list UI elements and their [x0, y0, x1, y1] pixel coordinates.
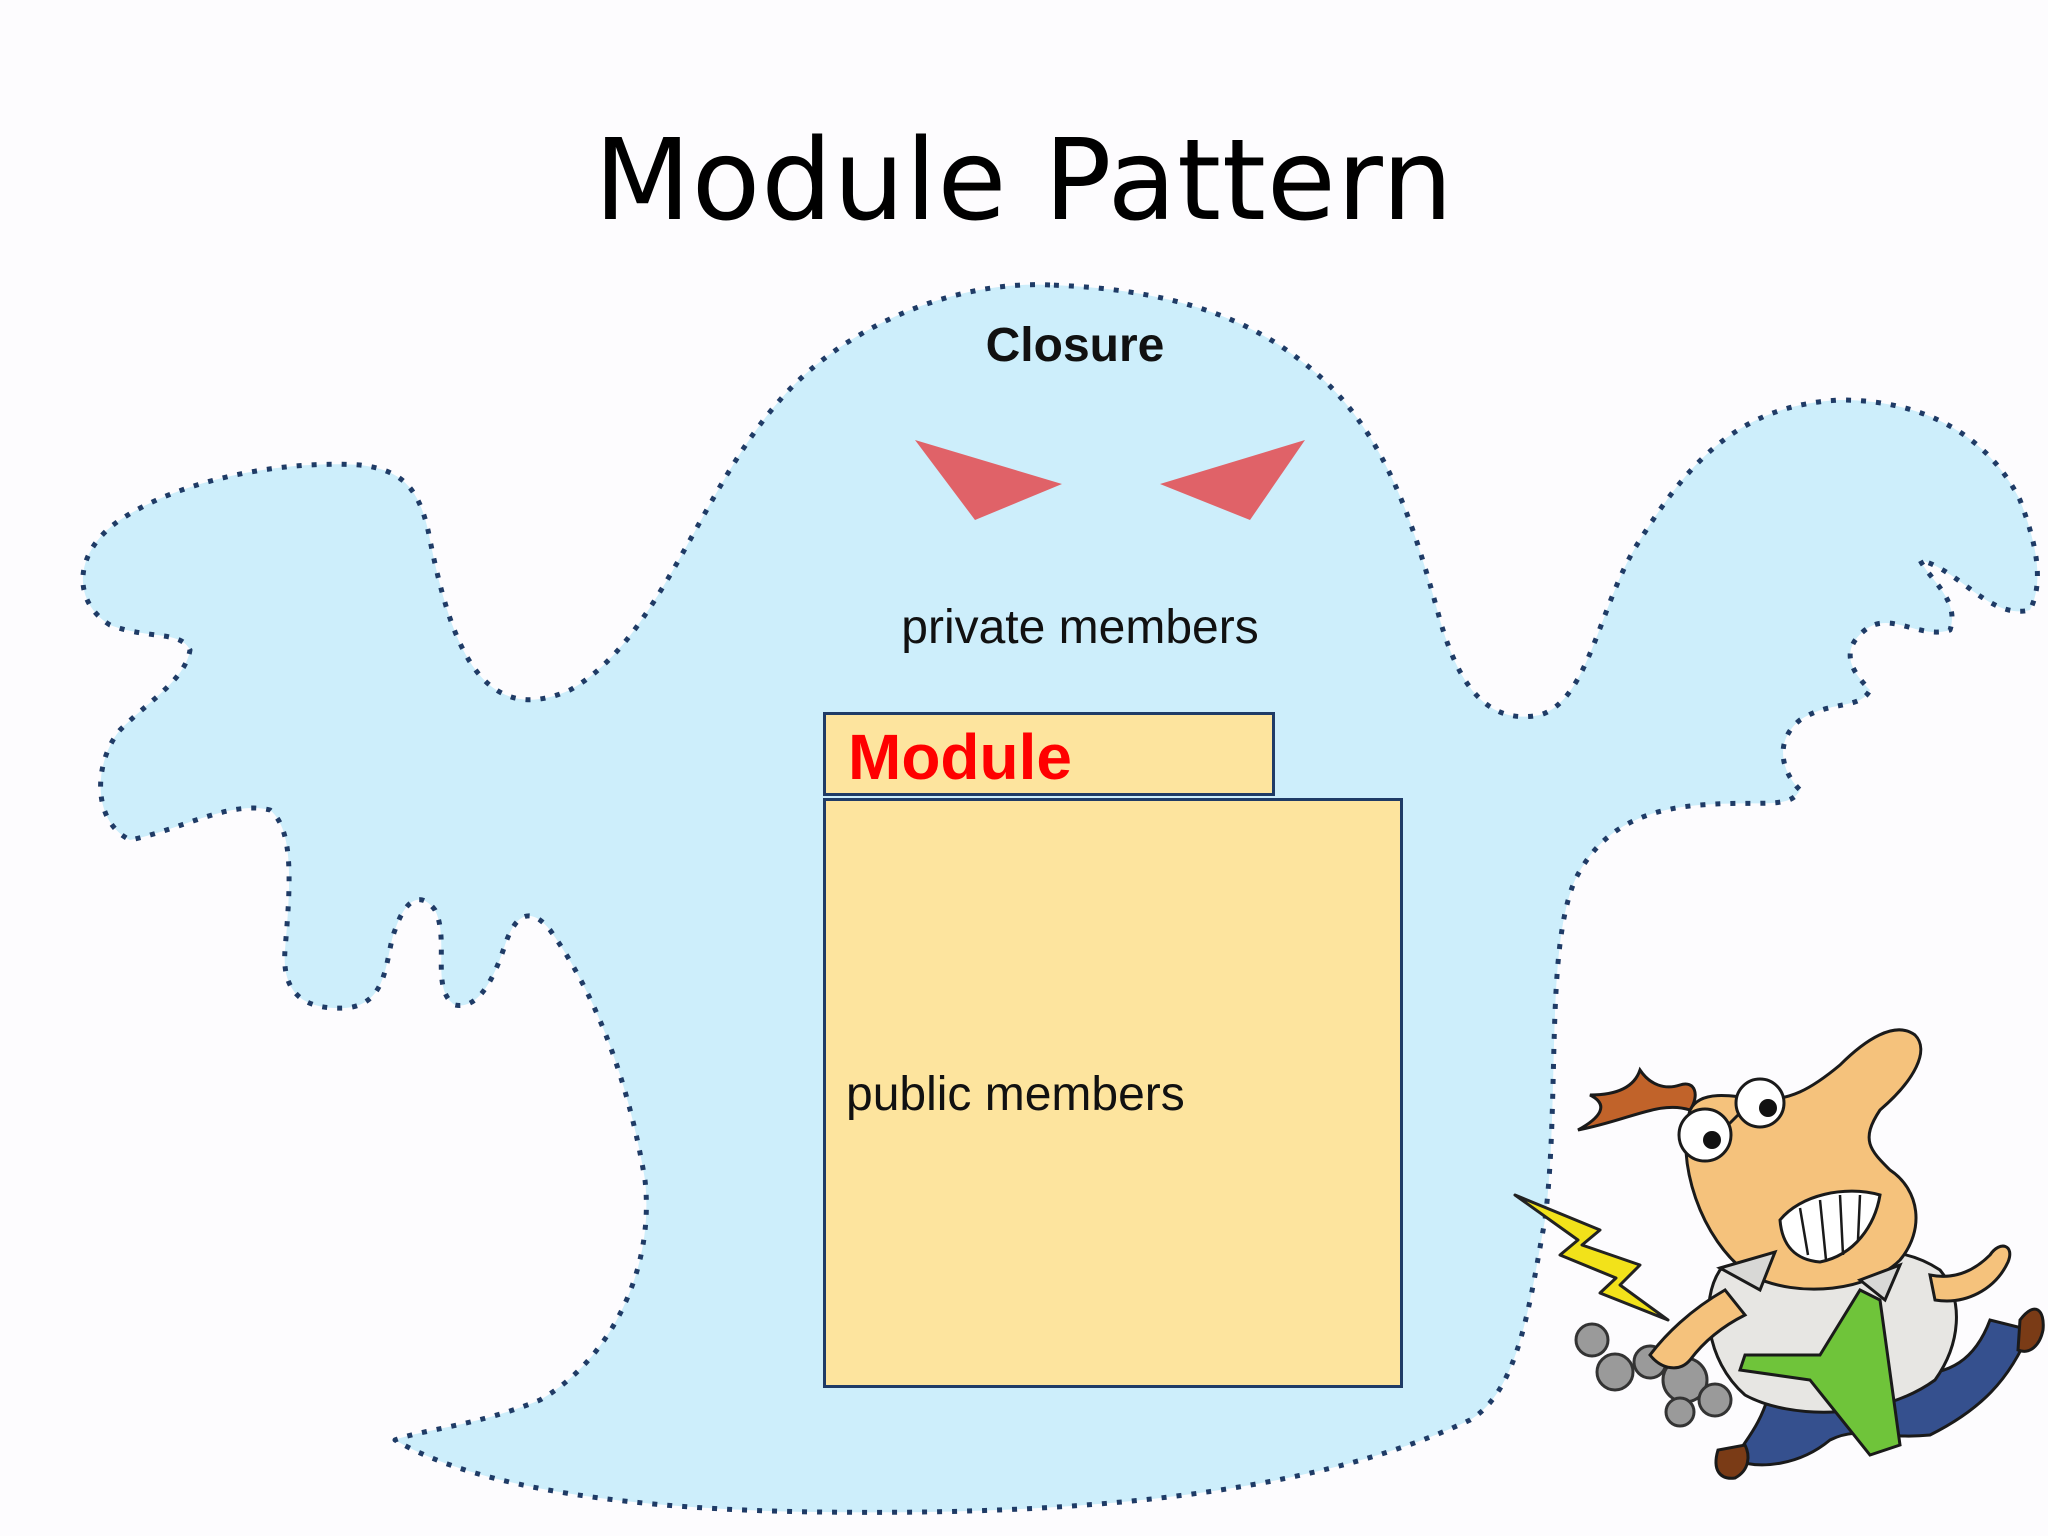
right-eye [1160, 440, 1305, 520]
module-tab: Module [823, 712, 1275, 796]
public-members-label: public members [846, 1068, 1185, 1121]
private-members-label: private members [901, 601, 1259, 654]
closure-label: Closure [985, 319, 1165, 372]
man-left-arm [1648, 1288, 1748, 1370]
slide-title: Module Pattern [594, 116, 1454, 246]
man-tie [1738, 1288, 1902, 1457]
lightning-bolt-icon [1513, 1193, 1670, 1322]
module-title: Module [848, 721, 1072, 793]
man-right-arm [1928, 1244, 2012, 1303]
left-eye [915, 440, 1062, 520]
man-shoe [1714, 1443, 1750, 1480]
man-eyes [1677, 1077, 1786, 1163]
man-collar [1716, 1249, 1903, 1303]
man-hair [1577, 1066, 1697, 1132]
module-body: public members [823, 798, 1403, 1388]
man-shoe-back [2016, 1307, 2045, 1353]
